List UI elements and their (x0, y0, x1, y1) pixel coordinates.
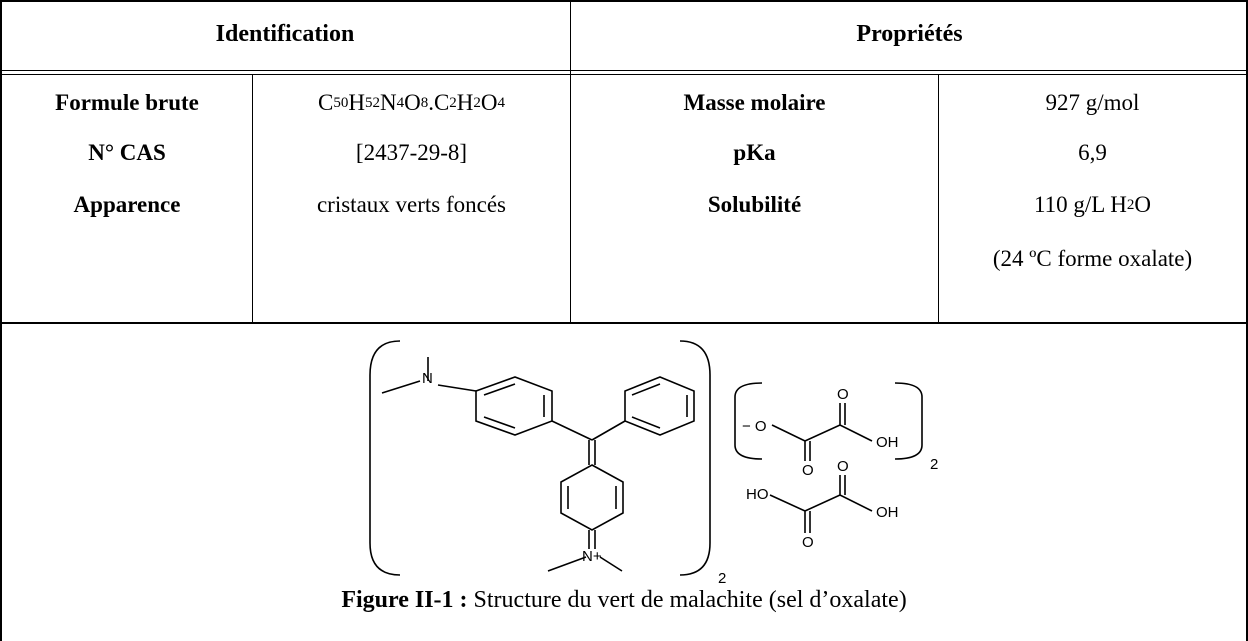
n-left-label: N (422, 370, 433, 387)
n-aryl-bond (437, 384, 477, 392)
table-bottom-line (0, 322, 1248, 324)
identification-header: Identification (215, 20, 355, 47)
n-bottom-label: N+ (582, 548, 602, 565)
molar-mass-value: 927 g/mol (1045, 90, 1140, 115)
caption-label: Figure II-1 : (341, 587, 468, 613)
exo-double-bond (588, 440, 596, 465)
left-ring (475, 376, 553, 436)
malachite-green-structure: N N+ 2 − O OH O O 2 HO OH O O (369, 340, 938, 585)
column-divider-main (570, 0, 571, 323)
cation-count: 2 (718, 570, 726, 585)
solubility-note: (24 ºC forme oxalate) (992, 246, 1193, 271)
cation-bracket-left (369, 340, 401, 576)
iminium-methyls (547, 556, 623, 572)
column-divider-right (938, 74, 939, 323)
oxalic-acid-bonds (769, 475, 873, 533)
pka-label: pKa (733, 140, 776, 165)
ho-label: HO (746, 486, 769, 503)
border-left (0, 0, 2, 641)
cas-value: [2437-29-8] (355, 140, 468, 165)
figure-caption: Figure II-1 : Structure du vert de malac… (0, 587, 1248, 614)
header-divider (0, 70, 1248, 71)
oxalate-anion-bonds (771, 403, 873, 461)
pka-value: 6,9 (1078, 140, 1107, 165)
iminium-bond (588, 530, 596, 549)
border-right (1246, 0, 1248, 641)
solubility-label: Solubilité (707, 192, 802, 217)
o-top2-label: O (837, 458, 849, 475)
molar-mass-label: Masse molaire (683, 90, 826, 115)
o-top1-label: O (837, 386, 849, 403)
border-top (0, 0, 1248, 2)
header-divider-2 (0, 74, 1248, 75)
formula-label: Formule brute (55, 90, 199, 115)
o-bot2-label: O (802, 534, 814, 551)
o-bot1-label: O (802, 462, 814, 479)
oh1-label: OH (876, 434, 899, 451)
anion-charge-label: − O (742, 418, 767, 435)
appearance-value: cristaux verts foncés (316, 192, 507, 217)
caption-text: Structure du vert de malachite (sel d’ox… (467, 587, 907, 613)
central-bonds (551, 420, 626, 441)
oh2-label: OH (876, 504, 899, 521)
column-divider-left (252, 74, 253, 323)
quinoid-inner (567, 486, 617, 509)
left-ring-inner (483, 383, 545, 429)
properties-header: Propriétés (856, 20, 963, 47)
right-ring (624, 376, 695, 436)
cation-bracket-right (679, 340, 711, 576)
appearance-label: Apparence (73, 192, 181, 217)
right-ring-inner (631, 383, 688, 429)
anion-count: 2 (930, 456, 938, 473)
quinoid-ring (560, 464, 624, 531)
n-methyl-bonds (381, 357, 429, 394)
anion-bracket-left (734, 382, 763, 460)
anion-bracket-right (894, 382, 923, 460)
cas-label: N° CAS (88, 140, 166, 165)
